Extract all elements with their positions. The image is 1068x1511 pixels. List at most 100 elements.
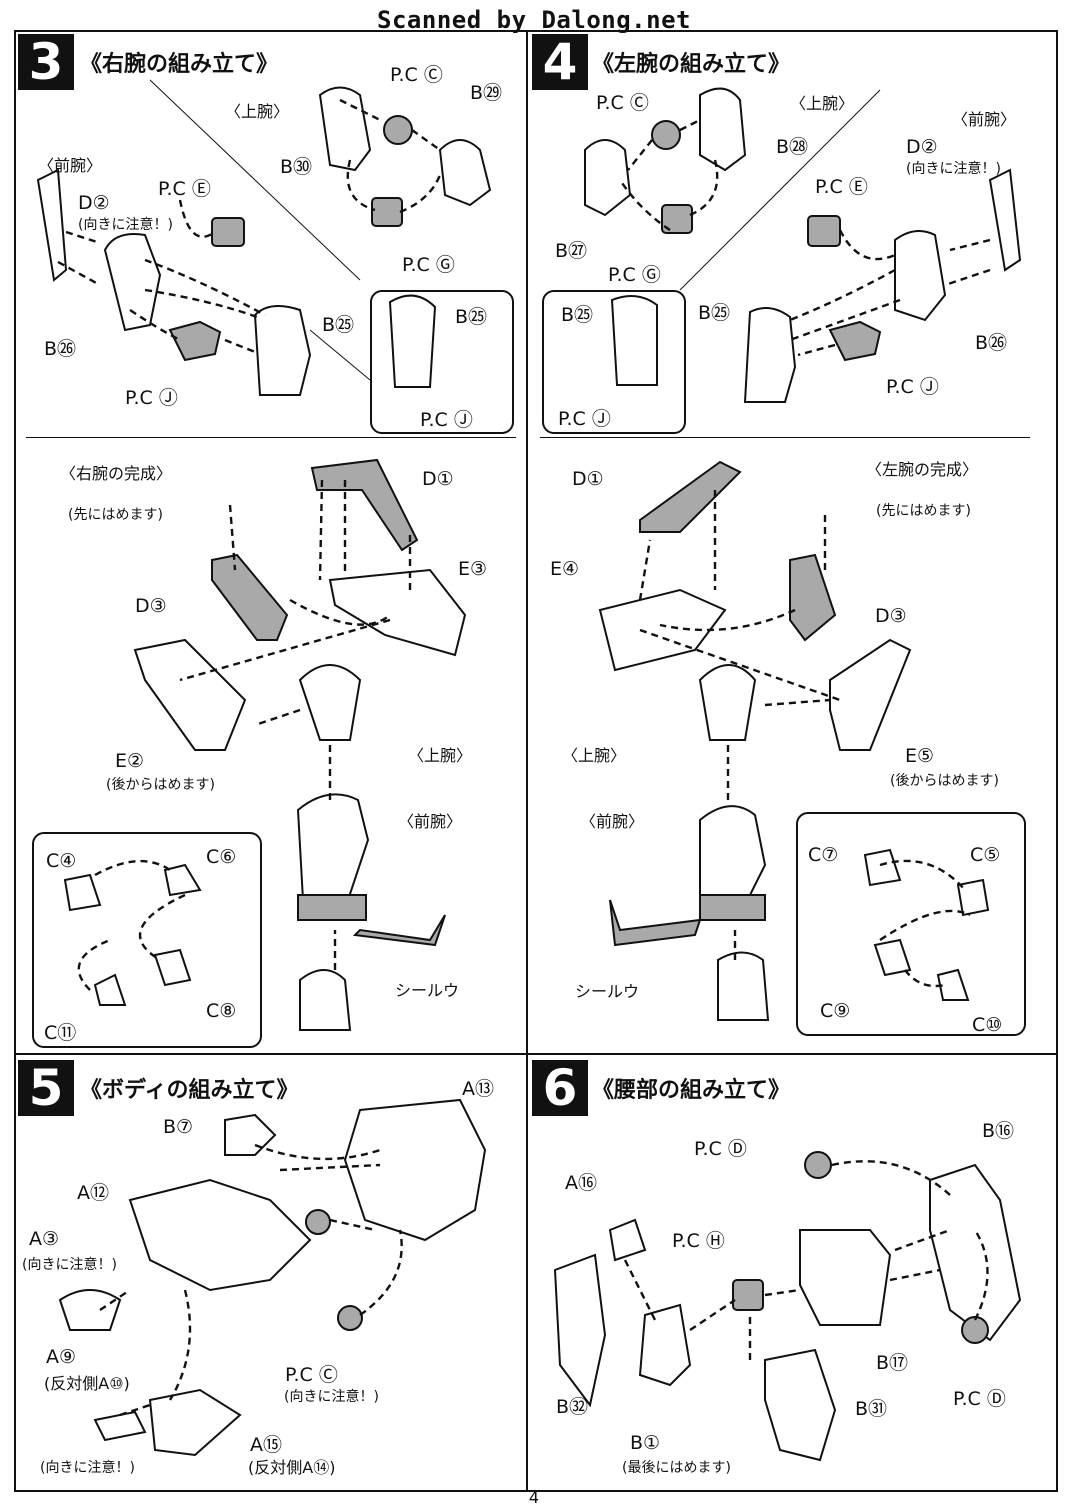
s4-arrows (619, 89, 991, 357)
s3-pc-j-inset: P.C Ⓙ (420, 409, 473, 431)
s4-b27: B㉗ (555, 240, 588, 262)
s6-parts (553, 1151, 1022, 1462)
s5-a12: A⑫ (77, 1182, 109, 1204)
step-5-title: 《ボディの組み立て》 (80, 1078, 299, 1103)
s4-pc-g: P.C Ⓖ (608, 264, 661, 286)
step-4-number: 4 (532, 34, 588, 90)
s5-arrows (99, 1143, 403, 1417)
s4-c7: C⑦ (808, 844, 839, 866)
s5-a15-note: (反対側A⑭) (248, 1458, 336, 1477)
s6-b17: B⑰ (876, 1352, 909, 1374)
s4-c5: C⑤ (970, 844, 1001, 866)
s3-parts (36, 86, 492, 396)
s6-a16: A⑯ (565, 1172, 597, 1194)
s3-pc-e: P.C Ⓔ (158, 178, 211, 200)
s4-d3: D③ (875, 605, 907, 627)
s3-d2-note: (向きに注意！) (78, 217, 173, 233)
step-6-title: 《腰部の組み立て》 (592, 1078, 791, 1103)
s4-pc-j: P.C Ⓙ (886, 376, 939, 398)
instruction-sheet-frame (14, 30, 1058, 1492)
s5-pc-c: P.C Ⓒ (285, 1364, 338, 1386)
s4-hand-inset (796, 812, 1026, 1036)
s5-a3-note: (向きに注意！) (22, 1257, 117, 1273)
s4-seal: シールウ (575, 982, 640, 1001)
s3-detail-inset (370, 290, 514, 434)
s3-e2: E② (115, 750, 145, 772)
s4-b28: B㉘ (776, 136, 809, 158)
s6-pc-d-bottom: P.C Ⓓ (953, 1388, 1006, 1410)
s3b-parts (63, 458, 467, 1031)
s5-a3: A③ (29, 1228, 60, 1250)
s4-b25: B㉕ (698, 302, 731, 324)
s3-c6: C⑥ (206, 846, 237, 868)
s3-b25-inset: B㉕ (455, 306, 488, 328)
s5-pc-c-note: (向きに注意！) (284, 1389, 379, 1405)
s3-c4: C④ (46, 850, 77, 872)
s4-detail-inset (542, 290, 686, 434)
s4-c10: C⑩ (972, 1014, 1003, 1036)
s4-b26: B㉖ (975, 332, 1008, 354)
s3-seal: シールウ (395, 981, 460, 1000)
scan-credit: Scanned by Dalong.net (377, 6, 691, 34)
column-divider-top (526, 30, 528, 1054)
s4-d2-note: (向きに注意！) (906, 161, 1001, 177)
s3-e3: E③ (458, 558, 488, 580)
s5-a13: A⑬ (462, 1078, 494, 1100)
s3-c8: C⑧ (206, 1000, 237, 1022)
s3-d3: D③ (135, 595, 167, 617)
s3-upper-arm: 〈上腕〉 (225, 102, 290, 121)
s3-right-arm-complete: 〈右腕の完成〉 (60, 464, 173, 483)
s6-b1-note: (最後にはめます) (622, 1460, 731, 1476)
s4-upper-arm: 〈上腕〉 (790, 94, 855, 113)
s5-a15: A⑮ (250, 1434, 282, 1456)
s3-pc-g: P.C Ⓖ (402, 254, 455, 276)
s6-pc-d-top: P.C Ⓓ (694, 1138, 747, 1160)
s6-arrows (623, 1160, 989, 1360)
s4b-upper-arm: 〈上腕〉 (562, 746, 627, 765)
s5-parts (58, 1098, 487, 1457)
s4-d1: D① (572, 468, 604, 490)
s3-after-note: (後からはめます) (106, 777, 215, 793)
s4b-parts (598, 460, 990, 1021)
s4-d2: D② (906, 136, 938, 158)
s3-b30: B㉚ (280, 156, 313, 178)
s4-pc-j-inset: P.C Ⓙ (558, 408, 611, 430)
step-3-number: 3 (18, 34, 74, 90)
s4-pc-e: P.C Ⓔ (815, 176, 868, 198)
s3-first-note: (先にはめます) (68, 507, 163, 523)
s3-b29: B㉙ (470, 82, 503, 104)
s5-bottom-note: (向きに注意！) (40, 1460, 135, 1476)
s4-forearm: 〈前腕〉 (952, 110, 1017, 129)
s3-subdivider (26, 437, 516, 438)
s4-pc-c: P.C Ⓒ (596, 92, 649, 114)
s3b-forearm: 〈前腕〉 (398, 812, 463, 831)
row-divider (14, 1053, 1056, 1055)
s6-b32: B㉜ (556, 1396, 589, 1418)
s4b-arrows (638, 490, 971, 988)
s4-first-note: (先にはめます) (876, 503, 971, 519)
s3-c11: C⑪ (44, 1022, 77, 1044)
s4-b25-inset: B㉕ (561, 304, 594, 326)
s3-d2: D② (78, 192, 110, 214)
s3-b25: B㉕ (322, 314, 355, 336)
s3-forearm: 〈前腕〉 (38, 156, 103, 175)
s4-parts (584, 87, 1022, 403)
s3-hand-inset (32, 832, 262, 1048)
step-4-title: 《左腕の組み立て》 (592, 52, 791, 77)
s3-pc-c: P.C Ⓒ (390, 64, 443, 86)
s3-pc-j: P.C Ⓙ (125, 387, 178, 409)
s6-b16: B⑯ (982, 1120, 1015, 1142)
column-divider-bottom (526, 1054, 528, 1490)
s4-subdivider (540, 437, 1030, 438)
s4-e4: E④ (550, 558, 580, 580)
s6-b1: B① (630, 1432, 661, 1454)
s6-pc-h: P.C Ⓗ (672, 1230, 725, 1252)
s3b-upper-arm: 〈上腕〉 (408, 746, 473, 765)
s5-a9: A⑨ (46, 1346, 77, 1368)
step-6-number: 6 (532, 1060, 588, 1116)
step-3-title: 《右腕の組み立て》 (80, 52, 279, 77)
s4-after-note: (後からはめます) (890, 773, 999, 789)
s3b-arrows (77, 479, 412, 991)
s4b-forearm: 〈前腕〉 (580, 812, 645, 831)
